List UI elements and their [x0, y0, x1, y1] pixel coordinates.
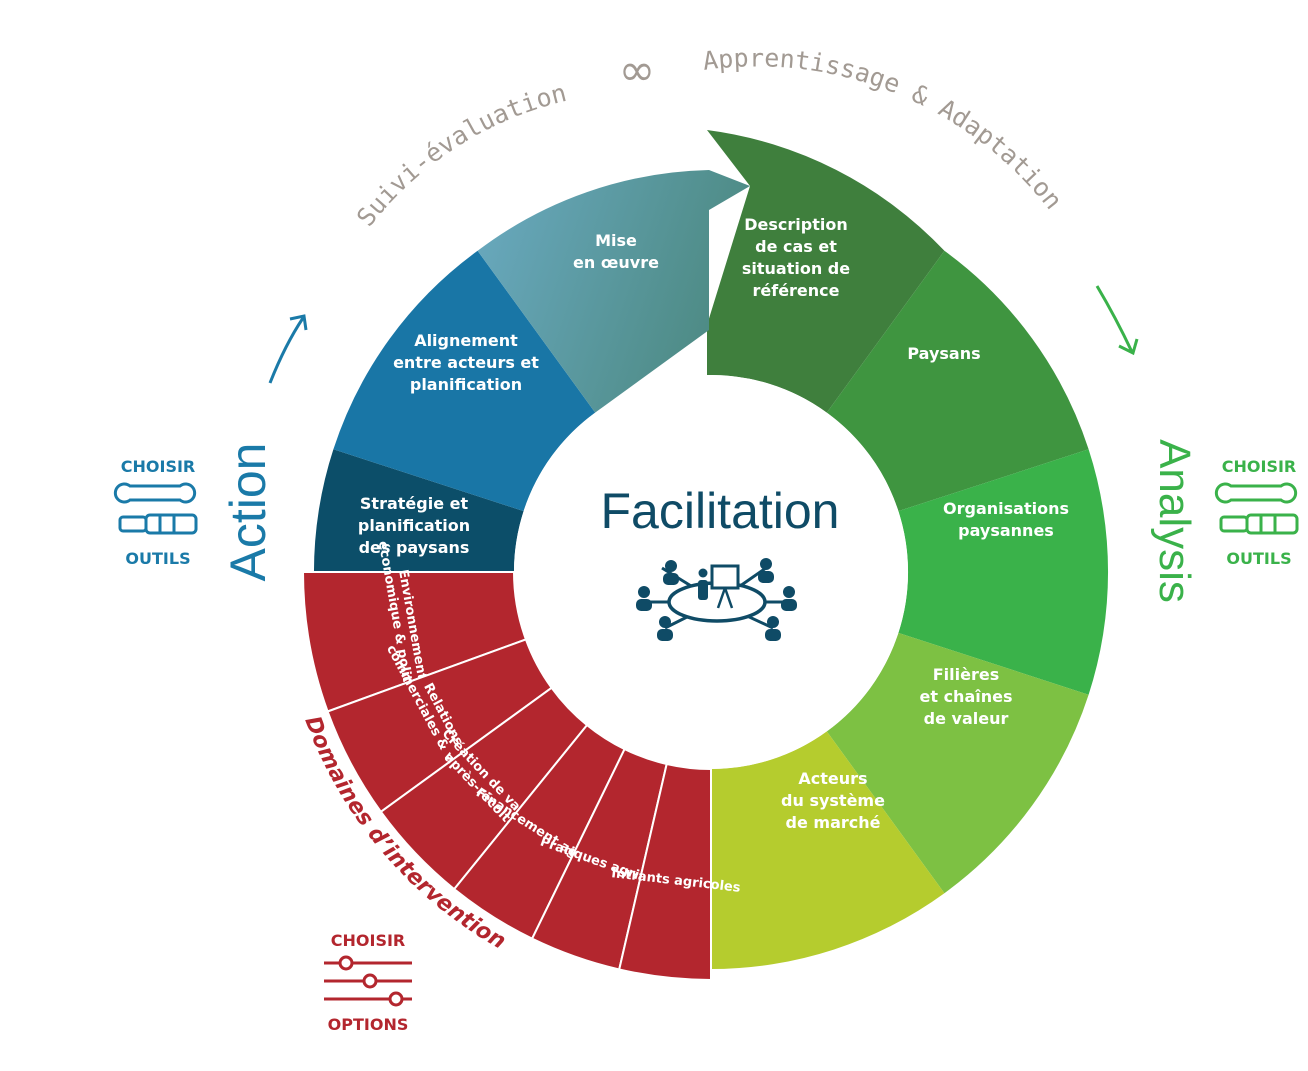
segment-alignement-label: Alignement entre acteurs et planification: [393, 331, 539, 394]
domain-relations[interactable]: [326, 638, 553, 814]
center-title: Facilitation: [601, 483, 840, 539]
action-label: Action: [220, 443, 276, 582]
segment-alignement[interactable]: [333, 250, 596, 512]
segment-description[interactable]: [707, 130, 945, 413]
segment-acteurs-label-line: Acteurs: [798, 769, 867, 788]
segment-description-label-line: situation de: [742, 259, 850, 278]
segment-filieres-label: Filières et chaînes de valeur: [920, 665, 1013, 728]
segment-strategie-label-line: planification: [358, 516, 470, 535]
segment-strategie-label-line: Stratégie et: [360, 494, 469, 513]
choose-options-bottom: OPTIONS: [328, 1015, 409, 1034]
segment-strategie-label: Stratégie et planification des paysans: [358, 494, 470, 557]
segment-organisations-label-line: paysannes: [958, 521, 1054, 540]
segment-alignement-label-line: planification: [410, 375, 522, 394]
segment-alignement-label-line: entre acteurs et: [393, 353, 539, 372]
analysis-label: Analysis: [1150, 439, 1199, 603]
segment-filieres-label-line: Filières: [933, 665, 1000, 684]
segment-filieres[interactable]: [826, 632, 1089, 894]
segment-acteurs-label: Acteurs du système de marché: [781, 769, 885, 832]
segment-acteurs-label-line: de marché: [786, 813, 881, 832]
segment-acteurs-label-line: du système: [781, 791, 885, 810]
segment-organisations-label: Organisations paysannes: [943, 499, 1069, 540]
segment-mise-en-oeuvre-label-line: en œuvre: [573, 253, 659, 272]
meeting-table-icon: [636, 558, 797, 641]
tools-icon: [113, 482, 198, 535]
wheel: Description de cas et situation de référenc…: [313, 130, 1109, 969]
choose-options[interactable]: CHOISIR OPTIONS: [324, 931, 412, 1034]
tools-icon: [1214, 482, 1299, 535]
segment-description-label: Description de cas et situation de référenc…: [742, 215, 850, 300]
segment-paysans-label-line: Paysans: [907, 344, 980, 363]
segment-mise-en-oeuvre-label: Mise en œuvre: [573, 231, 659, 272]
choose-tools-left-top: CHOISIR: [121, 457, 195, 476]
infinity-icon: ∞: [619, 45, 656, 96]
segment-description-label-line: Description: [744, 215, 847, 234]
segment-filieres-label-line: de valeur: [924, 709, 1009, 728]
segment-strategie-label-line: des paysans: [359, 538, 470, 557]
segment-organisations[interactable]: [898, 449, 1109, 695]
choose-tools-right-top: CHOISIR: [1222, 457, 1296, 476]
choose-tools-right[interactable]: CHOISIR OUTILS: [1214, 457, 1299, 568]
segment-description-label-line: de cas et: [755, 237, 837, 256]
segment-paysans[interactable]: [826, 250, 1089, 512]
segment-filieres-label-line: et chaînes: [920, 687, 1013, 706]
choose-tools-left-bottom: OUTILS: [125, 549, 190, 568]
segment-mise-en-oeuvre[interactable]: [477, 170, 750, 413]
segment-mise-en-oeuvre-label-line: Mise: [595, 231, 637, 250]
suivi-evaluation-label: Suivi-évaluation: [351, 78, 569, 232]
choose-options-top: CHOISIR: [331, 931, 405, 950]
domain-creation-valeur[interactable]: [379, 686, 589, 891]
segment-description-label-line: référence: [752, 281, 839, 300]
segment-paysans-label: Paysans: [907, 344, 980, 363]
sliders-icon: [324, 955, 412, 1007]
choose-tools-left[interactable]: CHOISIR OUTILS: [113, 457, 198, 568]
segment-acteurs[interactable]: [711, 731, 945, 969]
segment-organisations-label-line: Organisations: [943, 499, 1069, 518]
choose-tools-right-bottom: OUTILS: [1226, 549, 1291, 568]
analysis-arrow-icon: [1095, 285, 1139, 356]
segment-alignement-label-line: Alignement: [414, 331, 518, 350]
action-arrow-icon: [268, 314, 308, 384]
